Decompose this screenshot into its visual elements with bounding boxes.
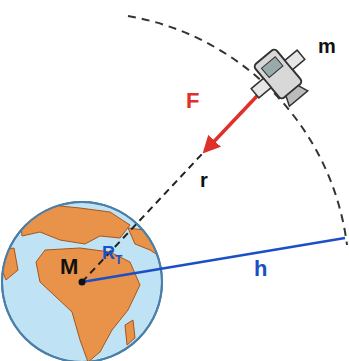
radius-label: R — [102, 244, 115, 262]
satellite — [241, 38, 322, 118]
earth — [2, 202, 165, 361]
height-label: h — [254, 258, 267, 280]
center-dot — [79, 279, 86, 286]
mass-label: M — [60, 256, 78, 278]
force-label: F — [186, 90, 199, 112]
distance-label: r — [200, 170, 208, 190]
force-arrow — [205, 95, 258, 151]
radius-subscript: T — [115, 254, 122, 266]
height-line — [82, 238, 345, 282]
mass-label: m — [318, 36, 336, 56]
radius-line — [82, 90, 262, 282]
orbit-arc — [128, 16, 347, 245]
